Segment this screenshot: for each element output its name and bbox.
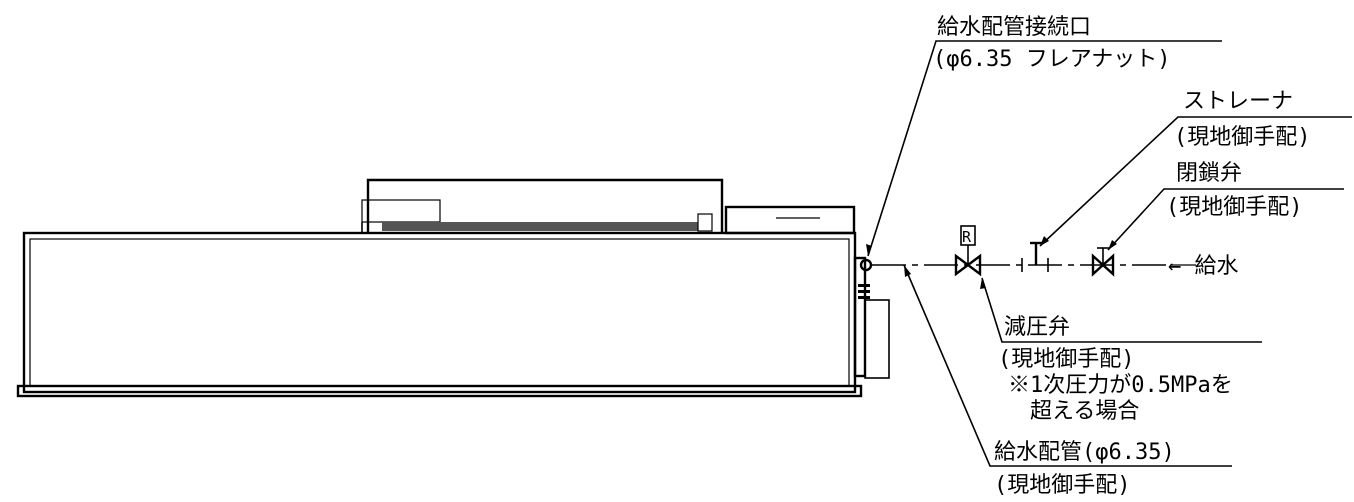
inlet-port-label: 給水配管接続口 bbox=[937, 15, 1091, 40]
strainer-symbol bbox=[1021, 241, 1049, 272]
supply-pipe-note: (現地御手配) bbox=[994, 473, 1131, 498]
shutoff-valve-symbol bbox=[1091, 247, 1115, 277]
supply-pipe-label: 給水配管(φ6.35) bbox=[994, 440, 1175, 465]
strainer-label: ストレーナ bbox=[1183, 89, 1293, 114]
inlet-port-spec: (φ6.35 フレアナット) bbox=[933, 47, 1171, 72]
shutoff-valve-note: (現地御手配) bbox=[1166, 195, 1303, 220]
strainer-note: (現地御手配) bbox=[1174, 125, 1311, 150]
top-housing bbox=[361, 178, 856, 235]
leader-reducing-valve bbox=[981, 277, 1262, 343]
side-fittings bbox=[853, 256, 890, 379]
svg-text:R: R bbox=[962, 228, 972, 246]
leader-strainer bbox=[1039, 116, 1352, 247]
reducing-valve-condition-2: 超える場合 bbox=[1030, 399, 1139, 424]
leader-inlet-port bbox=[867, 40, 1222, 257]
leader-supply-pipe bbox=[903, 264, 1232, 467]
unit-body bbox=[16, 231, 863, 398]
shutoff-valve-label: 閉鎖弁 bbox=[1176, 161, 1242, 186]
water-supply-label: ← 給水 bbox=[1168, 254, 1239, 279]
reducing-valve-symbol: R bbox=[954, 225, 982, 277]
leader-shutoff-valve bbox=[1107, 188, 1344, 251]
reducing-valve-label: 減圧弁 bbox=[1004, 315, 1070, 340]
reducing-valve-condition-1: ※1次圧力が0.5MPaを bbox=[1008, 373, 1233, 398]
reducing-valve-note: (現地御手配) bbox=[998, 347, 1135, 372]
